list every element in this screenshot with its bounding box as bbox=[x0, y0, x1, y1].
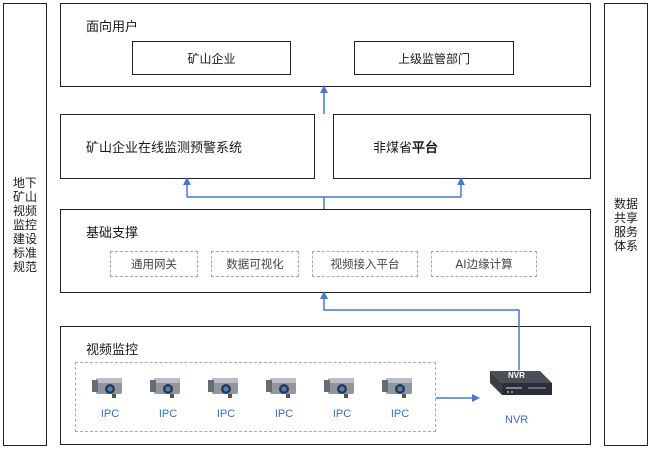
provincial-platform-suffix: 平台 bbox=[412, 141, 439, 156]
user-item-mining-enterprise: 矿山企业 bbox=[132, 41, 291, 75]
ipc-camera-label: IPC bbox=[332, 408, 352, 420]
left-sidebar-text: 地下矿山视频监控建设标准规范 bbox=[12, 175, 37, 274]
user-item-label: 上级监管部门 bbox=[397, 51, 470, 66]
ipc-camera: IPC bbox=[380, 372, 420, 420]
user-layer-title: 面向用户 bbox=[86, 20, 139, 35]
monitoring-system-box bbox=[60, 114, 315, 179]
support-item-gateway: 通用网关 bbox=[110, 251, 198, 277]
camera-icon bbox=[382, 378, 412, 398]
user-item-label: 矿山企业 bbox=[187, 51, 236, 66]
provincial-platform-label: 非煤省平台 bbox=[373, 137, 438, 156]
camera-group bbox=[75, 362, 436, 432]
camera-icon bbox=[208, 378, 238, 398]
ipc-camera: IPC bbox=[148, 372, 188, 420]
support-item-label: AI边缘计算 bbox=[455, 257, 513, 271]
right-sidebar bbox=[604, 3, 648, 446]
nvr-device: NVR bbox=[478, 365, 554, 405]
right-sidebar-text: 数据共享服务体系 bbox=[613, 196, 638, 253]
ipc-camera-label: IPC bbox=[158, 408, 178, 420]
nvr-badge: NVR bbox=[508, 371, 525, 380]
support-item-visualization: 数据可视化 bbox=[211, 251, 299, 277]
ipc-camera: IPC bbox=[322, 372, 362, 420]
user-item-supervision: 上级监管部门 bbox=[354, 41, 514, 75]
support-item-label: 视频接入平台 bbox=[330, 257, 400, 271]
ipc-camera: IPC bbox=[90, 372, 130, 420]
support-item-edge-ai: AI边缘计算 bbox=[431, 251, 537, 277]
camera-icon bbox=[92, 378, 122, 398]
left-sidebar-label: 地下矿山视频监控建设标准规范 bbox=[3, 3, 47, 446]
ipc-camera-label: IPC bbox=[274, 408, 294, 420]
arrow-nvr-to-support bbox=[320, 291, 520, 370]
ipc-camera: IPC bbox=[206, 372, 246, 420]
camera-icon bbox=[266, 378, 296, 398]
provincial-platform-prefix: 非煤省 bbox=[373, 141, 413, 156]
nvr-icon bbox=[490, 371, 552, 395]
support-item-label: 数据可视化 bbox=[226, 257, 284, 271]
camera-icon bbox=[324, 378, 354, 398]
monitoring-system-label: 矿山企业在线监测预警系统 bbox=[86, 141, 243, 156]
right-sidebar-label: 数据共享服务体系 bbox=[604, 3, 648, 446]
support-item-label: 通用网关 bbox=[131, 257, 177, 271]
nvr-label: NVR bbox=[505, 414, 529, 426]
support-item-video-access: 视频接入平台 bbox=[312, 251, 418, 277]
ipc-camera-label: IPC bbox=[216, 408, 236, 420]
ipc-camera-label: IPC bbox=[390, 408, 410, 420]
ipc-camera: IPC bbox=[264, 372, 304, 420]
video-layer-title: 视频监控 bbox=[86, 343, 139, 358]
left-sidebar bbox=[3, 3, 47, 446]
camera-icon bbox=[150, 378, 180, 398]
provincial-platform-box bbox=[333, 114, 591, 179]
support-layer-title: 基础支撑 bbox=[86, 226, 139, 241]
ipc-camera-label: IPC bbox=[100, 408, 120, 420]
